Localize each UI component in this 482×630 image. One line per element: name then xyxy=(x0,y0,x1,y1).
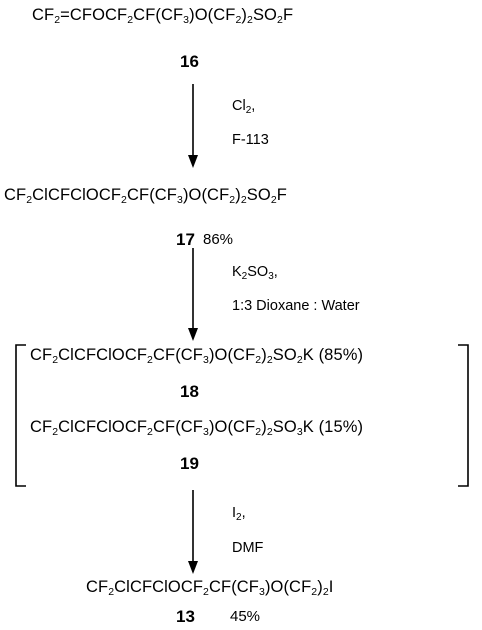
formula-subscript: 2 xyxy=(255,354,262,366)
step1-solvent: F-113 xyxy=(232,132,269,148)
formula-subscript: 2 xyxy=(245,105,252,116)
step3-reagent-iodine: I2, xyxy=(232,505,246,523)
formula-subscript: 2 xyxy=(255,426,262,438)
formula-subscript: 2 xyxy=(311,586,318,598)
formula-subscript: 2 xyxy=(266,426,273,438)
formula-segment: )O(CF xyxy=(182,186,230,204)
formula-segment: CF xyxy=(4,186,27,204)
formula-segment: Cl xyxy=(232,98,246,114)
formula-segment: CF xyxy=(32,6,55,24)
formula-subscript: 2 xyxy=(147,426,153,438)
formula-segment: SO xyxy=(246,186,271,204)
formula-subscript: 2 xyxy=(54,14,61,26)
formula-segment: ) xyxy=(317,578,323,596)
formula-subscript: 2 xyxy=(127,14,134,26)
formula-segment: CF(CF xyxy=(153,346,203,364)
formula-segment: CF xyxy=(30,346,53,364)
compound-18-label: 18 xyxy=(180,382,199,401)
formula-subscript: 2 xyxy=(277,14,283,26)
formula-subscript: 2 xyxy=(203,586,209,598)
formula-subscript: 2 xyxy=(52,426,59,438)
formula-subscript: 2 xyxy=(270,194,277,206)
formula-segment: K xyxy=(232,264,242,280)
formula-subscript: 2 xyxy=(26,194,33,206)
formula-segment: ) xyxy=(261,418,267,436)
formula-subscript: 3 xyxy=(176,194,183,206)
arrow-step2 xyxy=(188,248,198,341)
compound-18-formula: CF2ClCFClOCF2CF(CF3)O(CF2)2SO2K (85%) xyxy=(30,346,363,365)
formula-segment: ) xyxy=(261,346,267,364)
formula-segment: SO xyxy=(252,6,277,24)
formula-segment: K (15%) xyxy=(302,418,364,436)
compound-16-formula: CF2=CFOCF2CF(CF3)O(CF2)2SO2F xyxy=(32,6,293,25)
step2-solvent: 1:3 Dioxane : Water xyxy=(232,298,360,314)
compound-13-label: 13 xyxy=(176,607,195,626)
arrow-step1 xyxy=(188,84,198,168)
formula-segment: ClCFClOCF xyxy=(32,186,122,204)
formula-segment: I xyxy=(232,505,237,521)
formula-subscript: 2 xyxy=(108,586,115,598)
formula-subscript: 3 xyxy=(268,271,274,282)
formula-subscript: 3 xyxy=(258,586,265,598)
arrow-step3 xyxy=(188,490,198,574)
formula-segment: CF xyxy=(86,578,109,596)
formula-subscript: 2 xyxy=(121,194,127,206)
left-bracket xyxy=(15,344,26,487)
formula-segment: K (85%) xyxy=(302,346,364,364)
formula-subscript: 2 xyxy=(322,586,329,598)
formula-segment: CF(CF xyxy=(153,418,203,436)
formula-subscript: 3 xyxy=(183,14,190,26)
step2-reagent-sulfite: K2SO3, xyxy=(232,264,278,282)
formula-subscript: 2 xyxy=(247,14,253,26)
formula-segment: )O(CF xyxy=(208,418,256,436)
formula-subscript: 2 xyxy=(266,354,273,366)
formula-subscript: 2 xyxy=(147,354,153,366)
formula-segment: )O(CF xyxy=(189,6,236,24)
compound-17-label: 17 xyxy=(176,230,195,249)
formula-segment: ClCFClOCF xyxy=(58,346,148,364)
formula-subscript: 3 xyxy=(202,354,209,366)
formula-subscript: 2 xyxy=(236,512,242,523)
formula-segment: I xyxy=(328,578,334,596)
formula-segment: F xyxy=(276,186,287,204)
formula-segment: ClCFClOCF xyxy=(58,418,148,436)
compound-17-formula: CF2ClCFClOCF2CF(CF3)O(CF2)2SO2F xyxy=(4,186,287,205)
compound-17-yield: 86% xyxy=(203,231,234,248)
compound-13-yield: 45% xyxy=(230,608,261,625)
step1-reagent-chlorine: Cl2, xyxy=(232,98,256,116)
formula-segment: CF xyxy=(30,418,53,436)
formula-subscript: 2 xyxy=(52,354,59,366)
compound-19-formula: CF2ClCFClOCF2CF(CF3)O(CF2)2SO3K (15%) xyxy=(30,418,363,437)
formula-segment: SO xyxy=(272,418,297,436)
formula-subscript: 3 xyxy=(202,426,209,438)
formula-subscript: 2 xyxy=(296,354,303,366)
formula-segment: CF(CF xyxy=(133,6,184,24)
compound-16-label: 16 xyxy=(180,52,199,71)
formula-segment: , xyxy=(273,264,278,280)
formula-segment: )O(CF xyxy=(208,346,256,364)
formula-segment: , xyxy=(241,505,246,521)
right-bracket xyxy=(458,344,469,487)
formula-segment: ClCFClOCF xyxy=(114,578,204,596)
step3-solvent: DMF xyxy=(232,540,264,556)
formula-segment: , xyxy=(251,98,256,114)
formula-subscript: 2 xyxy=(240,194,247,206)
compound-19-label: 19 xyxy=(180,454,199,473)
formula-subscript: 2 xyxy=(241,271,248,282)
formula-segment: ) xyxy=(235,186,241,204)
formula-segment: F xyxy=(282,6,294,24)
formula-subscript: 3 xyxy=(296,426,303,438)
formula-segment: ) xyxy=(241,6,247,24)
formula-segment: SO xyxy=(247,264,269,280)
formula-segment: CF(CF xyxy=(127,186,177,204)
formula-segment: )O(CF xyxy=(264,578,312,596)
formula-subscript: 2 xyxy=(229,194,236,206)
formula-segment: CF(CF xyxy=(209,578,259,596)
compound-13-formula: CF2ClCFClOCF2CF(CF3)O(CF2)2I xyxy=(86,578,333,597)
formula-segment: =CFOCF xyxy=(60,6,128,24)
formula-segment: SO xyxy=(272,346,297,364)
formula-subscript: 2 xyxy=(235,14,242,26)
